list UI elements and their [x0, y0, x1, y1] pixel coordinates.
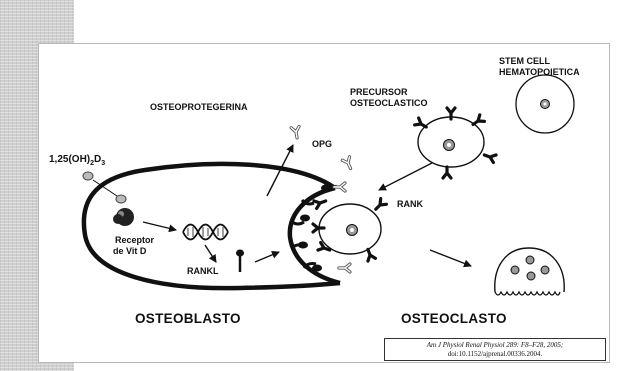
stem-cell: [516, 75, 574, 133]
label-osteoprotegerina: OSTEOPROTEGERINA: [150, 102, 248, 112]
dna-helix-icon: [183, 225, 228, 240]
label-osteoclasto: OSTEOCLASTO: [401, 311, 507, 326]
arrow-dna-to-rankl: [205, 245, 216, 262]
label-osteoclastico: OSTEOCLASTICO: [350, 98, 428, 108]
label-stem-cell: STEM CELL: [499, 56, 551, 66]
citation-line2: doi:10.1152/ajprenal.00336.2004.: [385, 350, 605, 359]
label-osteoblasto: OSTEOBLASTO: [135, 311, 241, 326]
label-receptor-line2: de Vit D: [113, 246, 147, 256]
label-rank: RANK: [397, 199, 423, 209]
osteoclast-cell: [495, 248, 564, 295]
label-vitamin-d: 1,25(OH)2D3: [49, 154, 105, 167]
citation-line1: Am J Physiol Renal Physiol 289: F8–F28, …: [385, 341, 605, 350]
label-precursor: PRECURSOR: [350, 87, 408, 97]
rank-bound-precursor-cell: [313, 197, 386, 261]
label-rankl: RANKL: [187, 266, 219, 276]
citation-box: Am J Physiol Renal Physiol 289: F8–F28, …: [384, 338, 606, 361]
arrow-rankl-to-membrane: [255, 252, 279, 262]
label-opg: OPG: [312, 139, 332, 149]
arrow-precursor-to-rank: [379, 163, 432, 190]
arrow-to-osteoclast: [430, 250, 471, 266]
label-receptor-line1: Receptor: [115, 235, 155, 245]
vitamin-d-receptor-icon: [113, 208, 134, 226]
rankl-icon: [236, 250, 244, 273]
arrow-receptor-to-dna: [143, 222, 176, 230]
osteoclast-precursor-cell: [415, 108, 496, 178]
label-hematopoietica: HEMATOPOIETICA: [499, 67, 580, 77]
